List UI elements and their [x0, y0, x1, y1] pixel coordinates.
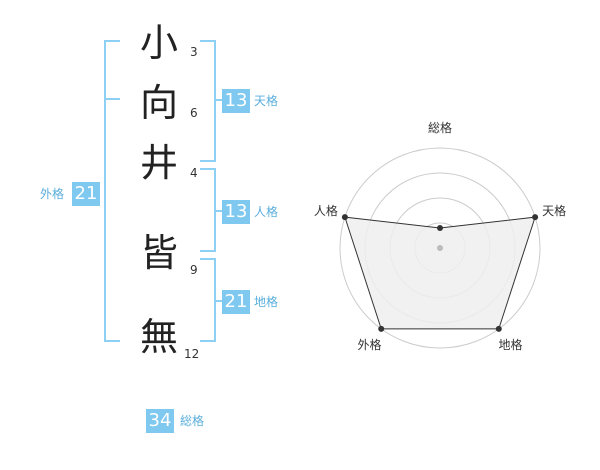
gaikaku-label: 外格 — [40, 187, 65, 201]
radar-point-3 — [378, 325, 385, 332]
radar-points — [341, 214, 539, 332]
radar-axis-label-0: 総格 — [428, 120, 452, 135]
stroke-count-1: 3 — [190, 45, 198, 59]
name-char-1: 小 — [139, 21, 178, 65]
chikaku-label: 地格 — [254, 295, 279, 309]
soukaku-score: 34 — [146, 409, 174, 433]
tenkaku-bracket-tick — [214, 99, 222, 101]
radar-axis-label-1: 天格 — [542, 203, 566, 218]
tenkaku-label: 天格 — [254, 94, 279, 108]
gaikaku-score: 21 — [72, 182, 100, 206]
gaikaku-bracket — [104, 40, 120, 342]
radar-point-4 — [341, 214, 348, 221]
jinkaku-score: 13 — [222, 200, 250, 224]
jinkaku-bracket-tick — [214, 210, 222, 212]
tenkaku-score: 13 — [222, 89, 250, 113]
radar-ring-4 — [339, 147, 541, 349]
tenkaku-bracket — [200, 40, 216, 162]
stroke-count-2: 6 — [190, 106, 198, 120]
chikaku-bracket-tick — [214, 300, 222, 302]
radar-point-2 — [495, 325, 502, 332]
stroke-count-3: 4 — [190, 166, 198, 180]
name-char-4: 皆 — [139, 231, 178, 275]
stroke-count-4: 9 — [190, 263, 198, 277]
name-char-5: 無 — [139, 315, 178, 359]
stroke-count-5: 12 — [184, 347, 200, 361]
name-char-2: 向 — [139, 81, 178, 125]
radar-axis-label-2: 地格 — [499, 337, 523, 352]
radar-point-1 — [532, 214, 539, 221]
gaikaku-bracket-tick — [106, 98, 120, 100]
chikaku-score: 21 — [222, 290, 250, 314]
radar-center-dot — [437, 245, 443, 251]
radar-area — [344, 216, 536, 330]
radar-point-0 — [437, 225, 443, 231]
jinkaku-label: 人格 — [254, 205, 279, 219]
soukaku-label: 総格 — [180, 414, 205, 428]
radar-axis-label-4: 人格 — [314, 203, 338, 218]
radar-axis-label-3: 外格 — [357, 337, 381, 352]
name-char-3: 井 — [139, 141, 178, 185]
